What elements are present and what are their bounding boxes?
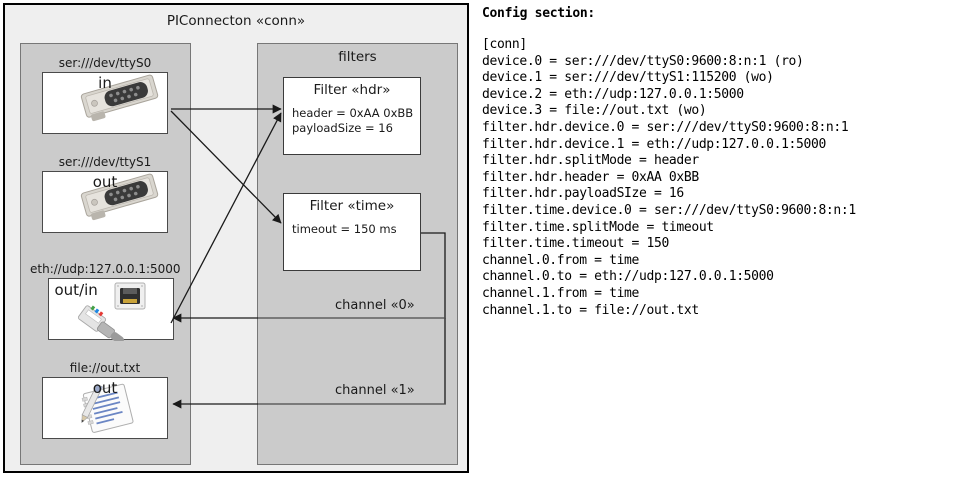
serial-port-icon [43, 73, 167, 133]
config-text: [conn] device.0 = ser:///dev/ttyS0:9600:… [482, 37, 856, 318]
device-card-file[interactable]: out [42, 377, 168, 439]
filter-properties-hdr: header = 0xAA 0xBB payloadSize = 16 [292, 106, 413, 136]
device-node-ttyS1[interactable]: ser:///dev/ttyS1 out [41, 155, 169, 233]
filters-group-title: filters [338, 49, 377, 65]
network-jack-icon [49, 279, 173, 345]
diagram-title: PIConnecton «conn» [166, 13, 306, 29]
filter-property: timeout = 150 ms [292, 222, 397, 236]
device-direction-ttyS1: out [92, 173, 118, 191]
device-direction-ttyS0: in [98, 74, 112, 92]
device-label-ttyS1: ser:///dev/ttyS1 [58, 155, 152, 169]
device-node-ttyS0[interactable]: ser:///dev/ttyS0 in [41, 56, 169, 134]
connection-diagram: PIConnecton «conn» ser:///dev/ttyS0 in [3, 3, 469, 473]
device-label-eth: eth://udp:127.0.0.1:5000 [30, 262, 181, 276]
device-card-ttyS0[interactable]: in [42, 72, 168, 134]
channel-label-0: channel «0» [335, 298, 415, 313]
device-label-file: file://out.txt [69, 361, 141, 375]
device-direction-eth: out/in [54, 281, 98, 299]
device-node-eth[interactable]: eth://udp:127.0.0.1:5000 out/in [30, 262, 181, 345]
text-file-icon [43, 378, 167, 438]
filter-node-hdr[interactable]: Filter «hdr» header = 0xAA 0xBB payloadS… [283, 77, 421, 155]
serial-port-icon [43, 172, 167, 232]
device-card-ttyS1[interactable]: out [42, 171, 168, 233]
channel-label-1: channel «1» [335, 383, 415, 398]
device-card-eth[interactable]: out/in [47, 278, 174, 345]
config-heading: Config section: [482, 6, 595, 21]
devices-group: ser:///dev/ttyS0 in [20, 43, 191, 465]
filter-node-time[interactable]: Filter «time» timeout = 150 ms [283, 193, 421, 271]
device-direction-file: out [92, 379, 118, 397]
device-node-file[interactable]: file://out.txt out [41, 361, 169, 439]
filter-property: payloadSize = 16 [292, 121, 393, 135]
filter-title-hdr: Filter «hdr» [313, 82, 391, 98]
filter-properties-time: timeout = 150 ms [292, 222, 397, 237]
filter-title-time: Filter «time» [309, 198, 395, 214]
device-label-ttyS0: ser:///dev/ttyS0 [58, 56, 152, 70]
config-section: Config section: [conn] device.0 = ser://… [482, 6, 960, 319]
filter-property: header = 0xAA 0xBB [292, 106, 414, 120]
